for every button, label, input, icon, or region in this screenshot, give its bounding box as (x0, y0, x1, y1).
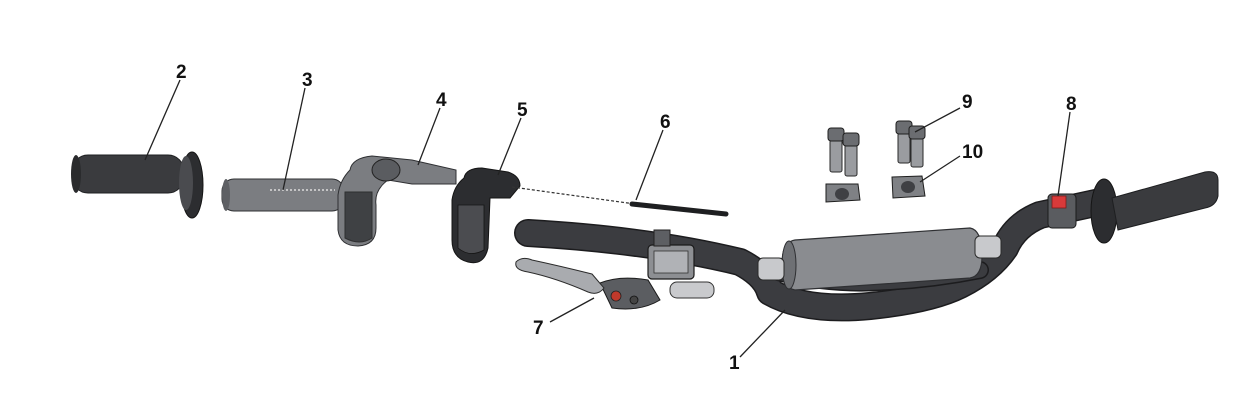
callout-2: 2 (176, 62, 187, 83)
leader-4 (417, 107, 441, 166)
callout-9: 9 (962, 92, 973, 113)
part-4-throttle-housing (337, 155, 457, 247)
callout-labels: 2 3 4 5 6 7 1 8 9 10 (176, 62, 1077, 374)
part-3-throttle-tube (221, 178, 345, 212)
leader-8 (1057, 111, 1071, 197)
callout-1: 1 (729, 353, 740, 374)
callout-8: 8 (1066, 94, 1077, 115)
callout-3: 3 (302, 70, 313, 91)
callout-4: 4 (436, 90, 447, 111)
leader-2 (144, 79, 181, 161)
leader-7 (549, 297, 595, 323)
leader-10 (919, 155, 961, 183)
leader-9 (914, 107, 961, 133)
part-5-throttle-cover (451, 167, 521, 264)
part-2-left-grip (71, 151, 204, 219)
part-8-kill-switch (1047, 171, 1219, 244)
part-7-clutch-perch-lever (515, 229, 715, 310)
callout-10: 10 (962, 142, 983, 163)
leader-lines (144, 79, 1071, 358)
leader-1 (739, 309, 786, 358)
callout-6: 6 (660, 112, 671, 133)
callout-5: 5 (517, 100, 528, 121)
part-9-bolts (827, 120, 926, 177)
part-6-throttle-cable (511, 186, 729, 217)
leader-5 (497, 117, 522, 176)
leader-6 (635, 129, 664, 201)
leader-3 (282, 87, 306, 191)
callout-7: 7 (533, 318, 544, 339)
part-10-clamps (825, 175, 926, 203)
